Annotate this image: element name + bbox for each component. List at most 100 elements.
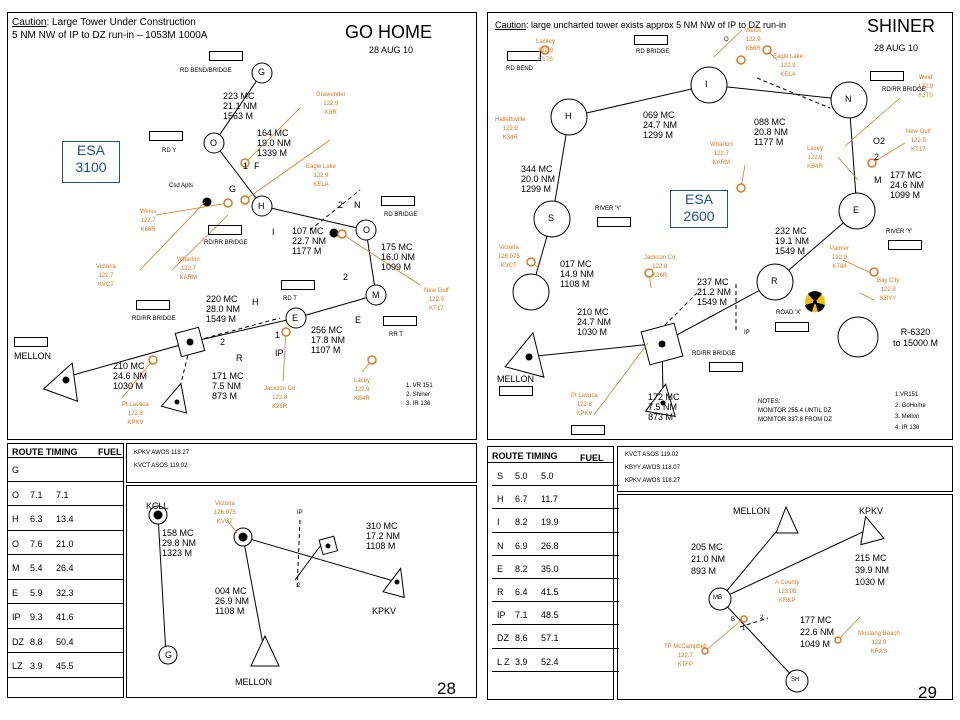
rwp-o2: O2: [873, 136, 886, 146]
timing-time: 3.9: [30, 661, 43, 671]
timing-time: 8.6: [515, 633, 528, 644]
wp-1a: 1: [243, 161, 249, 171]
timing-fuel: 5.0: [541, 471, 554, 481]
wp-o2: O: [363, 225, 371, 235]
left-box: [281, 280, 315, 290]
right-awos-frame: [617, 446, 953, 492]
timing-time: 7.6: [30, 538, 43, 549]
wp-2c: 2: [220, 337, 226, 347]
left-rd-bend-bridge: RD BEND/BRIDGE: [180, 68, 232, 74]
right-box: [888, 240, 922, 250]
inset-kpkv: KPKV: [372, 606, 397, 616]
timing-point: O: [12, 489, 20, 500]
timing-point: L Z: [497, 656, 510, 667]
wp-ip: IP: [275, 348, 284, 358]
right-caution: Caution: large uncharted tower exists ap…: [495, 20, 786, 30]
timing-rule: [7, 603, 124, 604]
timing-fuel: 50.4: [56, 636, 74, 647]
right-map-frame: [487, 12, 953, 440]
inset-two: 2: [297, 583, 301, 589]
rwp-n: N: [845, 94, 852, 104]
timing-time: 6.4: [515, 587, 528, 597]
timing-point: E: [497, 563, 504, 574]
timing-time: 8.2: [515, 517, 528, 528]
wp-m: M: [372, 290, 380, 300]
rinset-b: B: [731, 617, 736, 623]
timing-rule: [492, 670, 619, 672]
wp-e: E: [292, 313, 299, 323]
left-mellon: MELLON: [14, 351, 52, 361]
timing-time: 8.8: [30, 636, 43, 647]
left-box: [383, 316, 417, 326]
timing-fuel: 41.6: [56, 612, 74, 622]
wp-1b: 1: [275, 330, 281, 340]
timing-point: H: [497, 494, 504, 505]
timing-rule: [7, 627, 124, 629]
wp-n: N: [354, 200, 361, 210]
timing-fuel: 52.4: [541, 656, 559, 667]
rinset-mb: MB: [713, 595, 722, 601]
wp-g2: G: [229, 184, 237, 194]
inset-kcll: KCLL: [146, 501, 169, 511]
timing-time: 3.9: [515, 656, 528, 667]
timing-point: G: [12, 465, 20, 475]
timing-fuel: 45.5: [56, 661, 74, 671]
timing-point: R: [497, 587, 504, 597]
timing-rule: [7, 554, 124, 555]
rinset-mellon: MELLON: [733, 506, 771, 516]
timing-point: H: [12, 514, 19, 524]
rwp-ip: IP: [744, 330, 750, 336]
right-date: 28 AUG 10: [874, 43, 919, 53]
timing-point: N: [497, 540, 504, 551]
right-page-number: 29: [918, 683, 937, 702]
left-timing-frame: [7, 443, 124, 698]
wp-h2: H: [252, 297, 259, 307]
right-inset-frame: [617, 494, 953, 700]
rwp-s: S: [548, 213, 555, 223]
timing-fuel: 26.8: [541, 540, 559, 551]
timing-time: 6.3: [30, 514, 43, 524]
timing-fuel: 57.1: [541, 633, 559, 644]
wp-g: G: [258, 67, 266, 77]
right-box: [499, 386, 533, 396]
rwp-i: I: [705, 79, 708, 89]
timing-fuel: 26.4: [56, 563, 74, 573]
timing-rule: [492, 531, 619, 533]
wp-2a: 2: [338, 200, 344, 210]
wp-h: H: [258, 201, 265, 211]
timing-fuel: 32.3: [56, 587, 74, 598]
left-box: [149, 131, 183, 141]
timing-fuel: 21.0: [56, 538, 74, 549]
